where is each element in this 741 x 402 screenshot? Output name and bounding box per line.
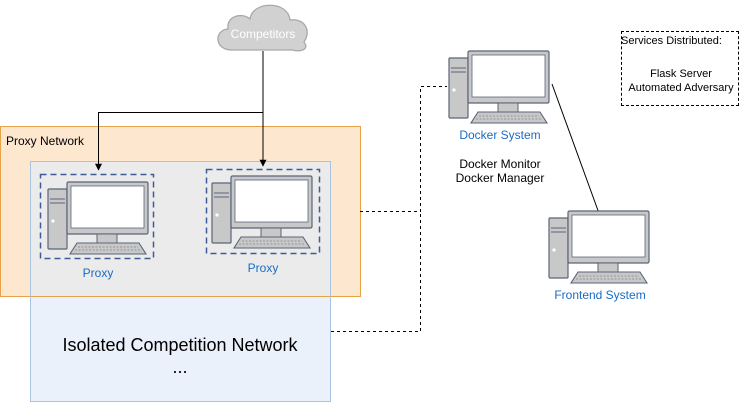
docker-to-proxy-network-line <box>360 86 447 212</box>
frontend-system-label: Frontend System <box>554 288 646 302</box>
docker-monitor-label: Docker Monitor <box>459 157 541 171</box>
proxy-1-computer-icon <box>47 181 149 255</box>
proxy-1-selection <box>39 173 155 260</box>
legend-item-flask-server: Flask Server <box>650 68 712 80</box>
cloud-label: Competitors <box>230 27 296 41</box>
proxy-2-label: Proxy <box>247 261 279 275</box>
proxy-2-selection <box>205 168 321 255</box>
isolated-network-ellipsis: ... <box>172 357 188 377</box>
docker-to-frontend-line <box>551 83 601 217</box>
cloud-to-proxy-1-arrow <box>95 51 264 171</box>
docker-system-label: Docker System <box>459 128 541 142</box>
proxy-1-label: Proxy <box>82 266 114 280</box>
legend-item-automated-adversary: Automated Adversary <box>628 82 734 94</box>
cloud-icon <box>217 4 308 52</box>
docker-system-computer-icon <box>448 50 550 124</box>
legend-title: Services Distributed: <box>621 35 722 47</box>
proxy-network-label: Proxy Network <box>6 134 85 148</box>
docker-manager-label: Docker Manager <box>455 171 545 185</box>
frontend-system-computer-icon <box>548 210 650 284</box>
proxy-2-computer-icon <box>211 175 313 249</box>
docker-to-isolated-network-line <box>331 211 421 332</box>
services-legend: Services Distributed: Flask Server Autom… <box>621 31 739 106</box>
isolated-network-label: Isolated Competition Network <box>62 335 298 355</box>
